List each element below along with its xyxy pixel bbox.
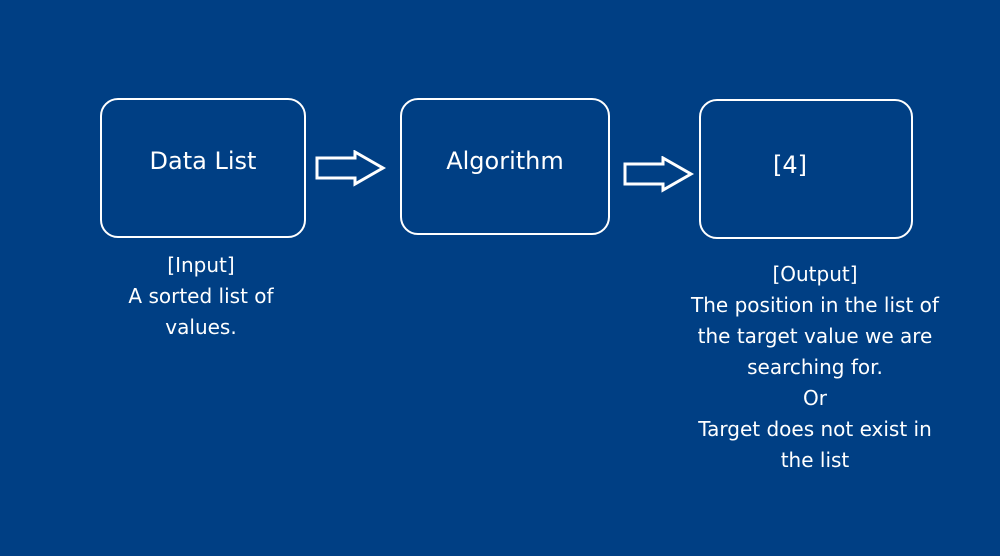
output-box: [4] (699, 99, 913, 239)
right-arrow-icon (315, 150, 387, 187)
caption-line: Or (803, 386, 827, 410)
input-caption: [Input] A sorted list of values. (101, 250, 301, 343)
caption-line: [Output] (772, 262, 858, 286)
caption-line: values. (165, 315, 237, 339)
caption-line: the list (780, 448, 850, 472)
input-box: Data List (100, 98, 306, 238)
caption-line: [Input] (167, 253, 235, 277)
caption-line: Target does not exist in (698, 417, 932, 441)
caption-line: A sorted list of (128, 284, 274, 308)
algorithm-box-label: Algorithm (446, 146, 564, 175)
input-box-label: Data List (149, 147, 257, 175)
algorithm-box: Algorithm (400, 98, 610, 235)
caption-line: searching for. (747, 355, 883, 379)
caption-line: the target value we are (697, 324, 933, 348)
caption-line: The position in the list of (691, 293, 939, 317)
output-box-label: [4] (773, 151, 807, 179)
right-arrow-icon (623, 156, 695, 193)
output-caption: [Output] The position in the list of the… (665, 259, 965, 476)
